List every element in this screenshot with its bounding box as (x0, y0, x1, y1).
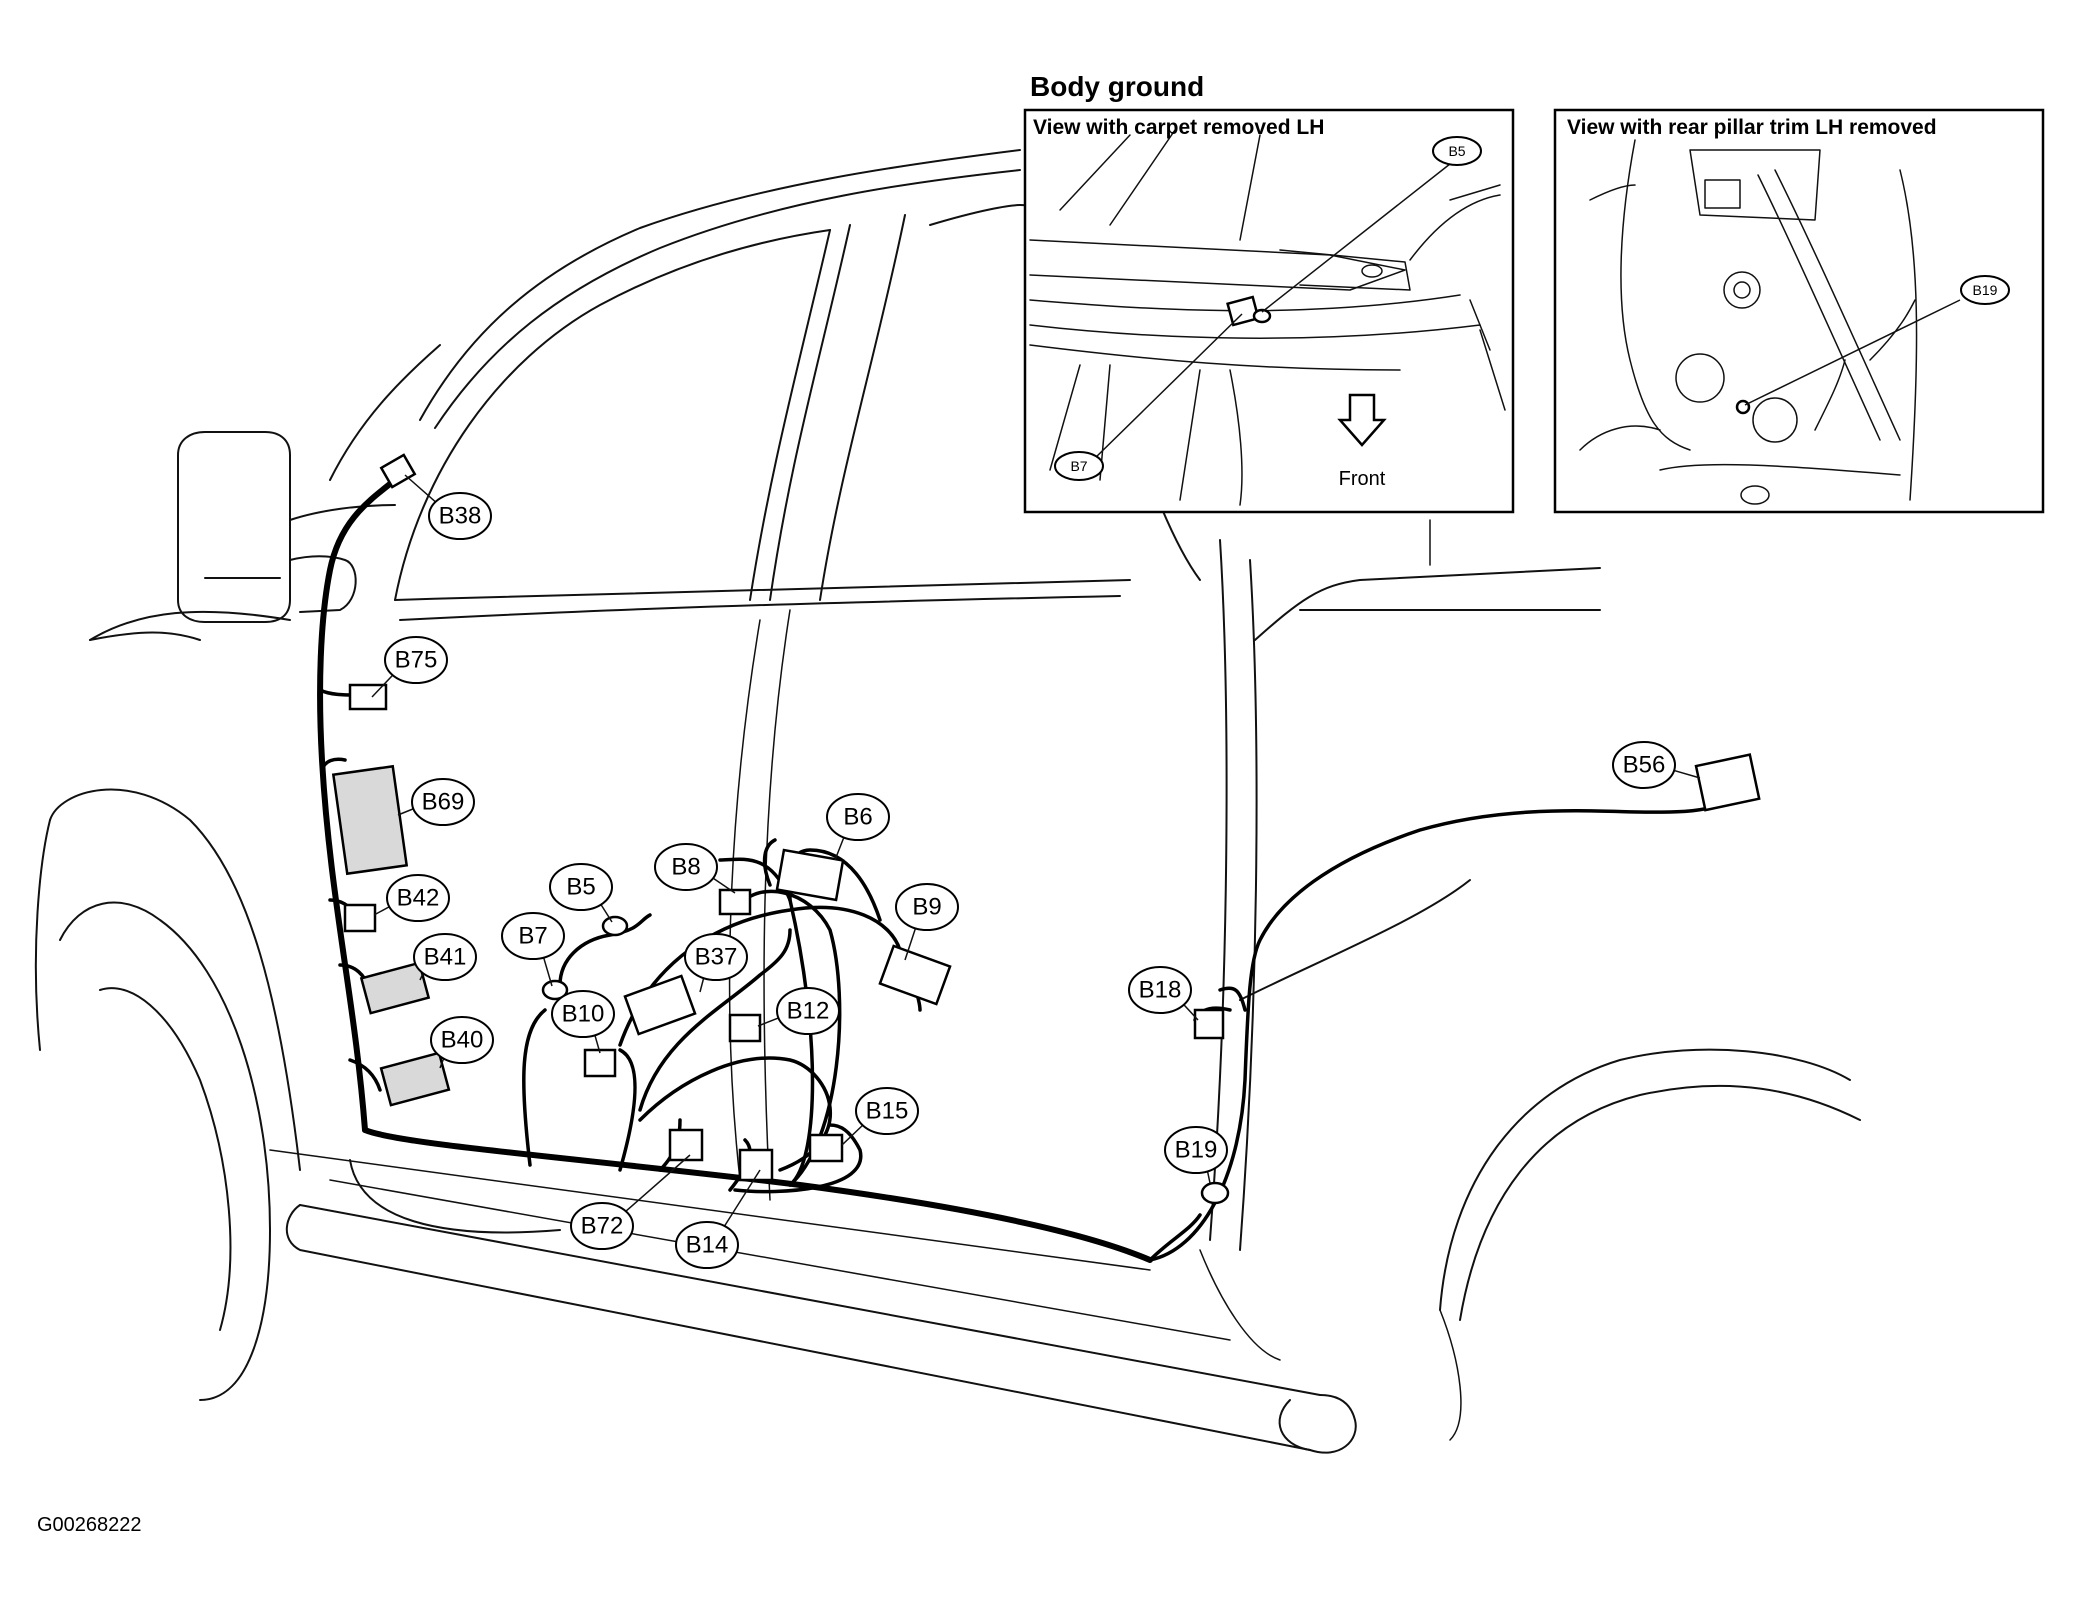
up-arrow-icon (1337, 393, 1387, 447)
inset-group-title: Body ground (1030, 71, 1204, 102)
connector-label-b14: B14 (686, 1232, 729, 1259)
leader-b6 (834, 835, 846, 861)
vehicle-body-outline (34, 149, 1861, 1454)
leader-b7 (542, 955, 553, 987)
connector-label-b18: B18 (1139, 977, 1182, 1004)
leader-b75 (371, 673, 395, 698)
leader-b38 (404, 474, 438, 504)
callout-bubble-b15 (855, 1087, 919, 1135)
front-arrow-label: Front (1339, 468, 1386, 490)
leader-b9 (904, 926, 917, 961)
inset-label-b19: B19 (1973, 282, 1998, 298)
callout-bubble-b41 (413, 933, 477, 981)
side-mirror (177, 431, 396, 623)
main-harness (317, 477, 1153, 1263)
callout-bubble-b69 (411, 778, 475, 826)
callout-bubble-b18 (1128, 966, 1192, 1014)
figure-code: G00268222 (37, 1514, 142, 1536)
callout-bubble-b40 (430, 1016, 494, 1064)
inset-right-caption: View with rear pillar trim LH removed (1567, 116, 1937, 139)
connector-label-b41: B41 (424, 944, 467, 971)
connector-label-b8: B8 (671, 854, 700, 881)
inset-label-b7: B7 (1070, 458, 1087, 474)
connector-label-b7: B7 (518, 923, 547, 950)
connector-label-b10: B10 (562, 1001, 605, 1028)
leader-b14 (722, 1169, 761, 1229)
callout-bubble-b72 (570, 1202, 634, 1250)
connector-label-b72: B72 (581, 1213, 624, 1240)
callout-bubble-b8 (654, 843, 718, 891)
callout-bubble-b56 (1612, 741, 1676, 789)
callout-bubble-b42 (386, 874, 450, 922)
connector-label-b15: B15 (866, 1098, 909, 1125)
callout-bubble-b75 (384, 636, 448, 684)
callout-bubble-b37 (684, 933, 748, 981)
leader-b56 (1671, 769, 1701, 779)
callout-bubble-b10 (551, 990, 615, 1038)
inset-rear-pillar-removed: B19 (1553, 108, 2045, 514)
inset-carpet-drawing (1029, 129, 1506, 506)
connector-label-b19: B19 (1175, 1137, 1218, 1164)
connector-label-b9: B9 (912, 894, 941, 921)
callout-bubble-b6 (826, 793, 890, 841)
callout-bubble-b7 (501, 912, 565, 960)
inset-label-b5: B5 (1448, 143, 1465, 159)
connector-label-b37: B37 (695, 944, 738, 971)
connector-label-b5: B5 (566, 874, 595, 901)
callout-bubble-b12 (776, 987, 840, 1035)
callout-bubble-b14 (675, 1221, 739, 1269)
callout-bubble-b9 (895, 883, 959, 931)
connector-bodies (331, 453, 1761, 1205)
connector-label-b75: B75 (395, 647, 438, 674)
connector-label-b42: B42 (397, 885, 440, 912)
leader-b10 (593, 1033, 601, 1054)
connector-label-b69: B69 (422, 789, 465, 816)
connector-label-b38: B38 (439, 503, 482, 530)
callout-bubble-b38 (428, 492, 492, 540)
leader-b15 (841, 1123, 865, 1146)
connector-label-b12: B12 (787, 998, 830, 1025)
callout-bubble-b5 (549, 863, 613, 911)
leader-b18 (1181, 1002, 1199, 1021)
leader-b5 (599, 902, 613, 923)
inset-pillar-drawing (1579, 139, 1918, 505)
inset-carpet-removed: B5 B7 Front (1023, 108, 1515, 514)
callout-bubble-b19 (1164, 1126, 1228, 1174)
inset-left-caption: View with carpet removed LH (1033, 116, 1324, 139)
leader-b8 (710, 876, 736, 894)
leader-b12 (757, 1016, 781, 1027)
connector-label-b40: B40 (441, 1027, 484, 1054)
connector-label-b56: B56 (1623, 752, 1666, 779)
leader-b72 (623, 1154, 691, 1214)
connector-label-b6: B6 (843, 804, 872, 831)
